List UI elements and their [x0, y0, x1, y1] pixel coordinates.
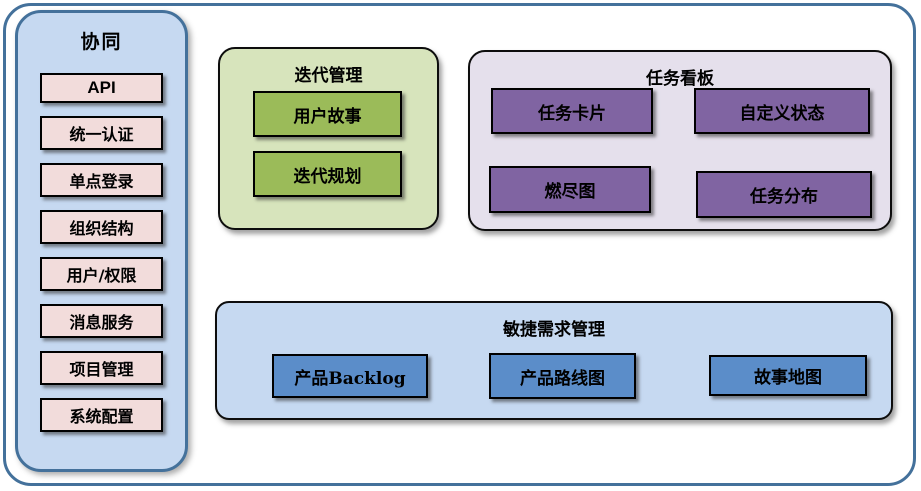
task-board-panel: 任务看板 任务卡片 自定义状态 燃尽图 任务分布 [468, 50, 892, 231]
feature-burndown-chart: 燃尽图 [489, 166, 651, 213]
feature-custom-status: 自定义状态 [694, 88, 870, 134]
collaboration-sidebar: 协同 API 统一认证 单点登录 组织结构 用户/权限 消息服务 项目管理 系统… [15, 10, 188, 472]
sidebar-item-api: API [40, 73, 163, 103]
kanban-panel-title: 任务看板 [646, 69, 714, 88]
feature-product-roadmap: 产品路线图 [489, 353, 636, 399]
sidebar-item-sso: 单点登录 [40, 163, 163, 197]
sidebar-item-org-structure: 组织结构 [40, 210, 163, 244]
feature-task-cards: 任务卡片 [491, 88, 653, 134]
feature-story-map: 故事地图 [709, 355, 867, 396]
sidebar-item-system-config: 系统配置 [40, 398, 163, 432]
sidebar-title: 协同 [80, 32, 123, 53]
sidebar-item-message-service: 消息服务 [40, 304, 163, 338]
sidebar-item-unified-auth: 统一认证 [40, 116, 163, 150]
feature-product-backlog: 产品Backlog [272, 354, 428, 398]
agile-requirements-panel: 敏捷需求管理 产品Backlog 产品路线图 故事地图 [215, 301, 893, 420]
sidebar-item-user-permission: 用户/权限 [40, 257, 163, 291]
feature-iteration-planning: 迭代规划 [253, 151, 402, 197]
feature-task-distribution: 任务分布 [696, 171, 872, 218]
iteration-management-panel: 迭代管理 用户故事 迭代规划 [218, 47, 439, 230]
feature-user-stories: 用户故事 [253, 91, 402, 137]
sidebar-item-list: API 统一认证 单点登录 组织结构 用户/权限 消息服务 项目管理 系统配置 [18, 73, 185, 432]
iteration-panel-title: 迭代管理 [294, 66, 363, 85]
sidebar-item-project-mgmt: 项目管理 [40, 351, 163, 385]
requirements-panel-title: 敏捷需求管理 [503, 320, 605, 339]
